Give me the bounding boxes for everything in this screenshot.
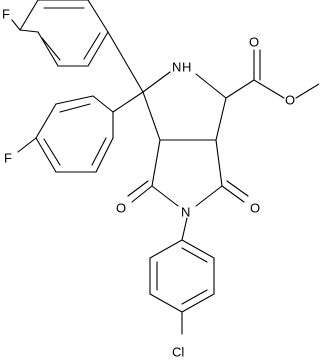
atom-o-ester-ether: O [285,93,295,108]
atom-cl: Cl [172,345,184,360]
pyrrolidine-ring [142,71,227,141]
top-fluorophenyl-ring [19,0,109,67]
bond-left-ring-to-c4 [112,91,144,113]
left-fluorophenyl-ring [35,95,114,173]
atom-n-imide: N [181,205,190,220]
atom-o-ester-carbonyl: O [249,35,259,50]
bond-n-to-aryl [181,217,188,241]
bond-c-f-top [11,19,21,31]
atom-nh-h: H [182,60,191,75]
imide-ring [151,139,223,207]
bond-top-ring-to-c4 [107,31,144,93]
atom-f-top: F [2,7,10,22]
atom-f-left: F [4,151,12,166]
chlorophenyl-ring [149,239,215,313]
methyl-ester [225,49,319,99]
imide-carbonyl-right [221,180,249,203]
bond-c-f-left [17,137,37,153]
atom-o-imide-right: O [250,201,260,216]
atom-o-imide-left: O [116,201,126,216]
imide-carbonyl-left [127,180,153,203]
atom-nh-n: N [172,60,181,75]
